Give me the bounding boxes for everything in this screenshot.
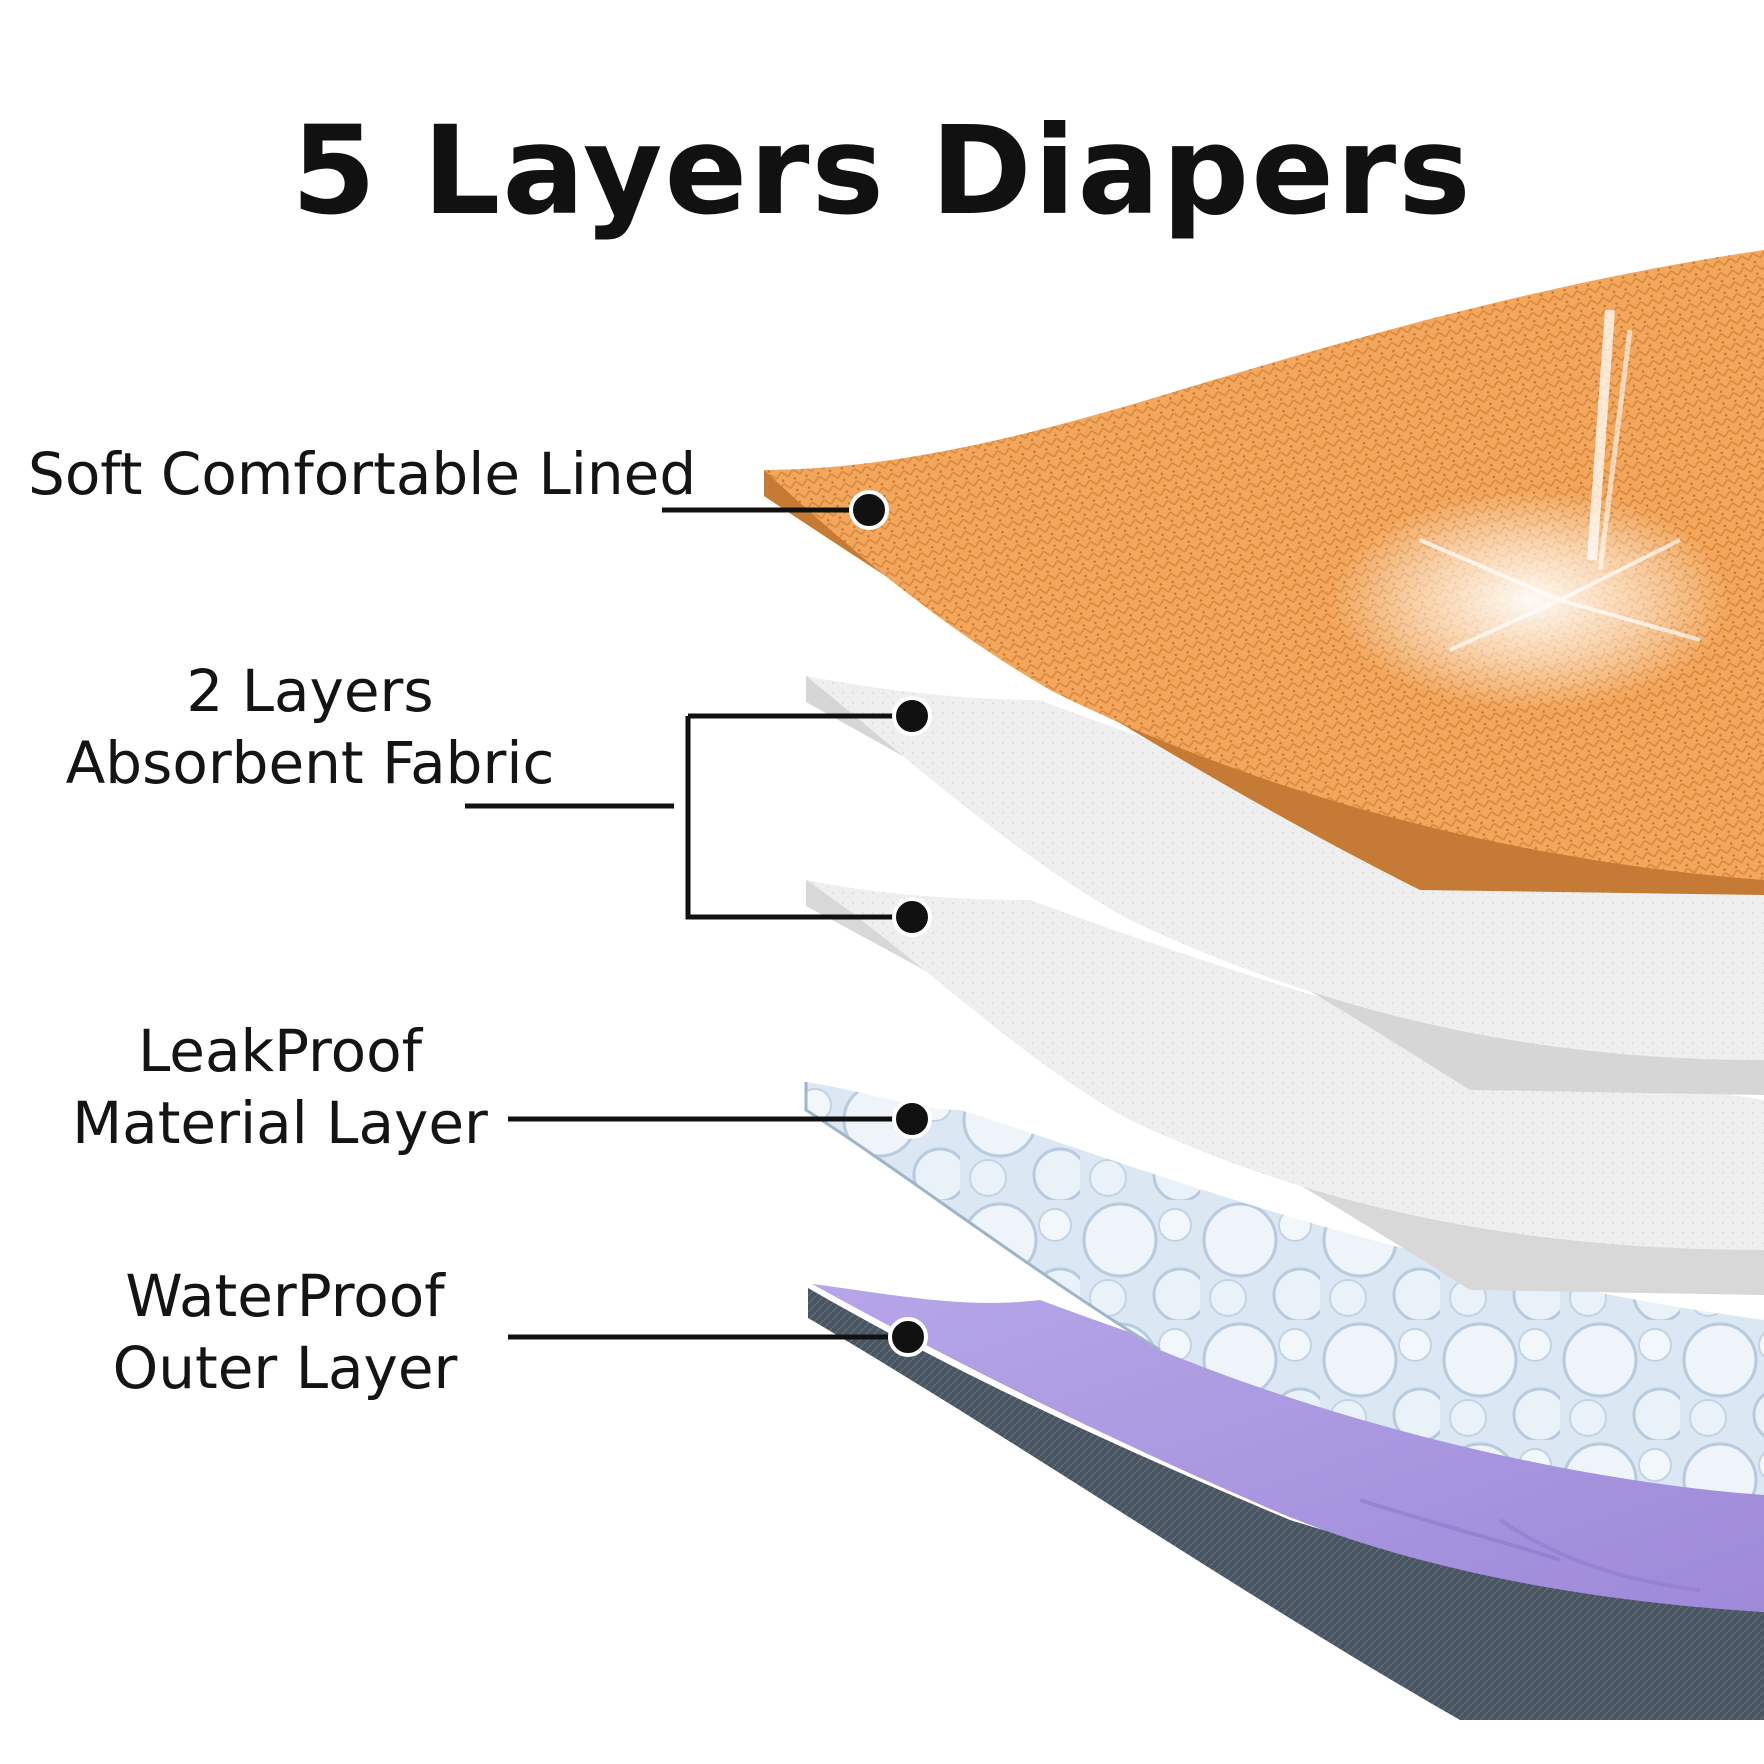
leakproof-material-layer — [804, 1082, 1764, 1495]
dot-leakproof — [892, 1099, 932, 1139]
callout-dots — [849, 490, 932, 1357]
label-waterproof-outer: WaterProof Outer Layer — [112, 1262, 458, 1402]
dot-absorbent-upper — [892, 696, 932, 736]
absorbent-layer-lower — [806, 880, 1764, 1295]
label-soft-comfortable-lined: Soft Comfortable Lined — [28, 440, 697, 508]
page-title: 5 Layers Diapers — [291, 100, 1473, 242]
label-leakproof-material: LeakProof Material Layer — [72, 1017, 488, 1157]
label-absorbent-fabric: 2 Layers Absorbent Fabric — [65, 657, 555, 797]
leader-line-absorbent — [465, 713, 912, 920]
soft-lined-layer — [764, 250, 1764, 895]
leader-lines — [465, 507, 912, 1340]
waterproof-outer-layer — [808, 1284, 1764, 1720]
dot-soft-lined — [849, 490, 889, 530]
absorbent-layer-upper — [806, 676, 1764, 1095]
dot-absorbent-lower — [892, 897, 932, 937]
dot-waterproof — [888, 1317, 928, 1357]
